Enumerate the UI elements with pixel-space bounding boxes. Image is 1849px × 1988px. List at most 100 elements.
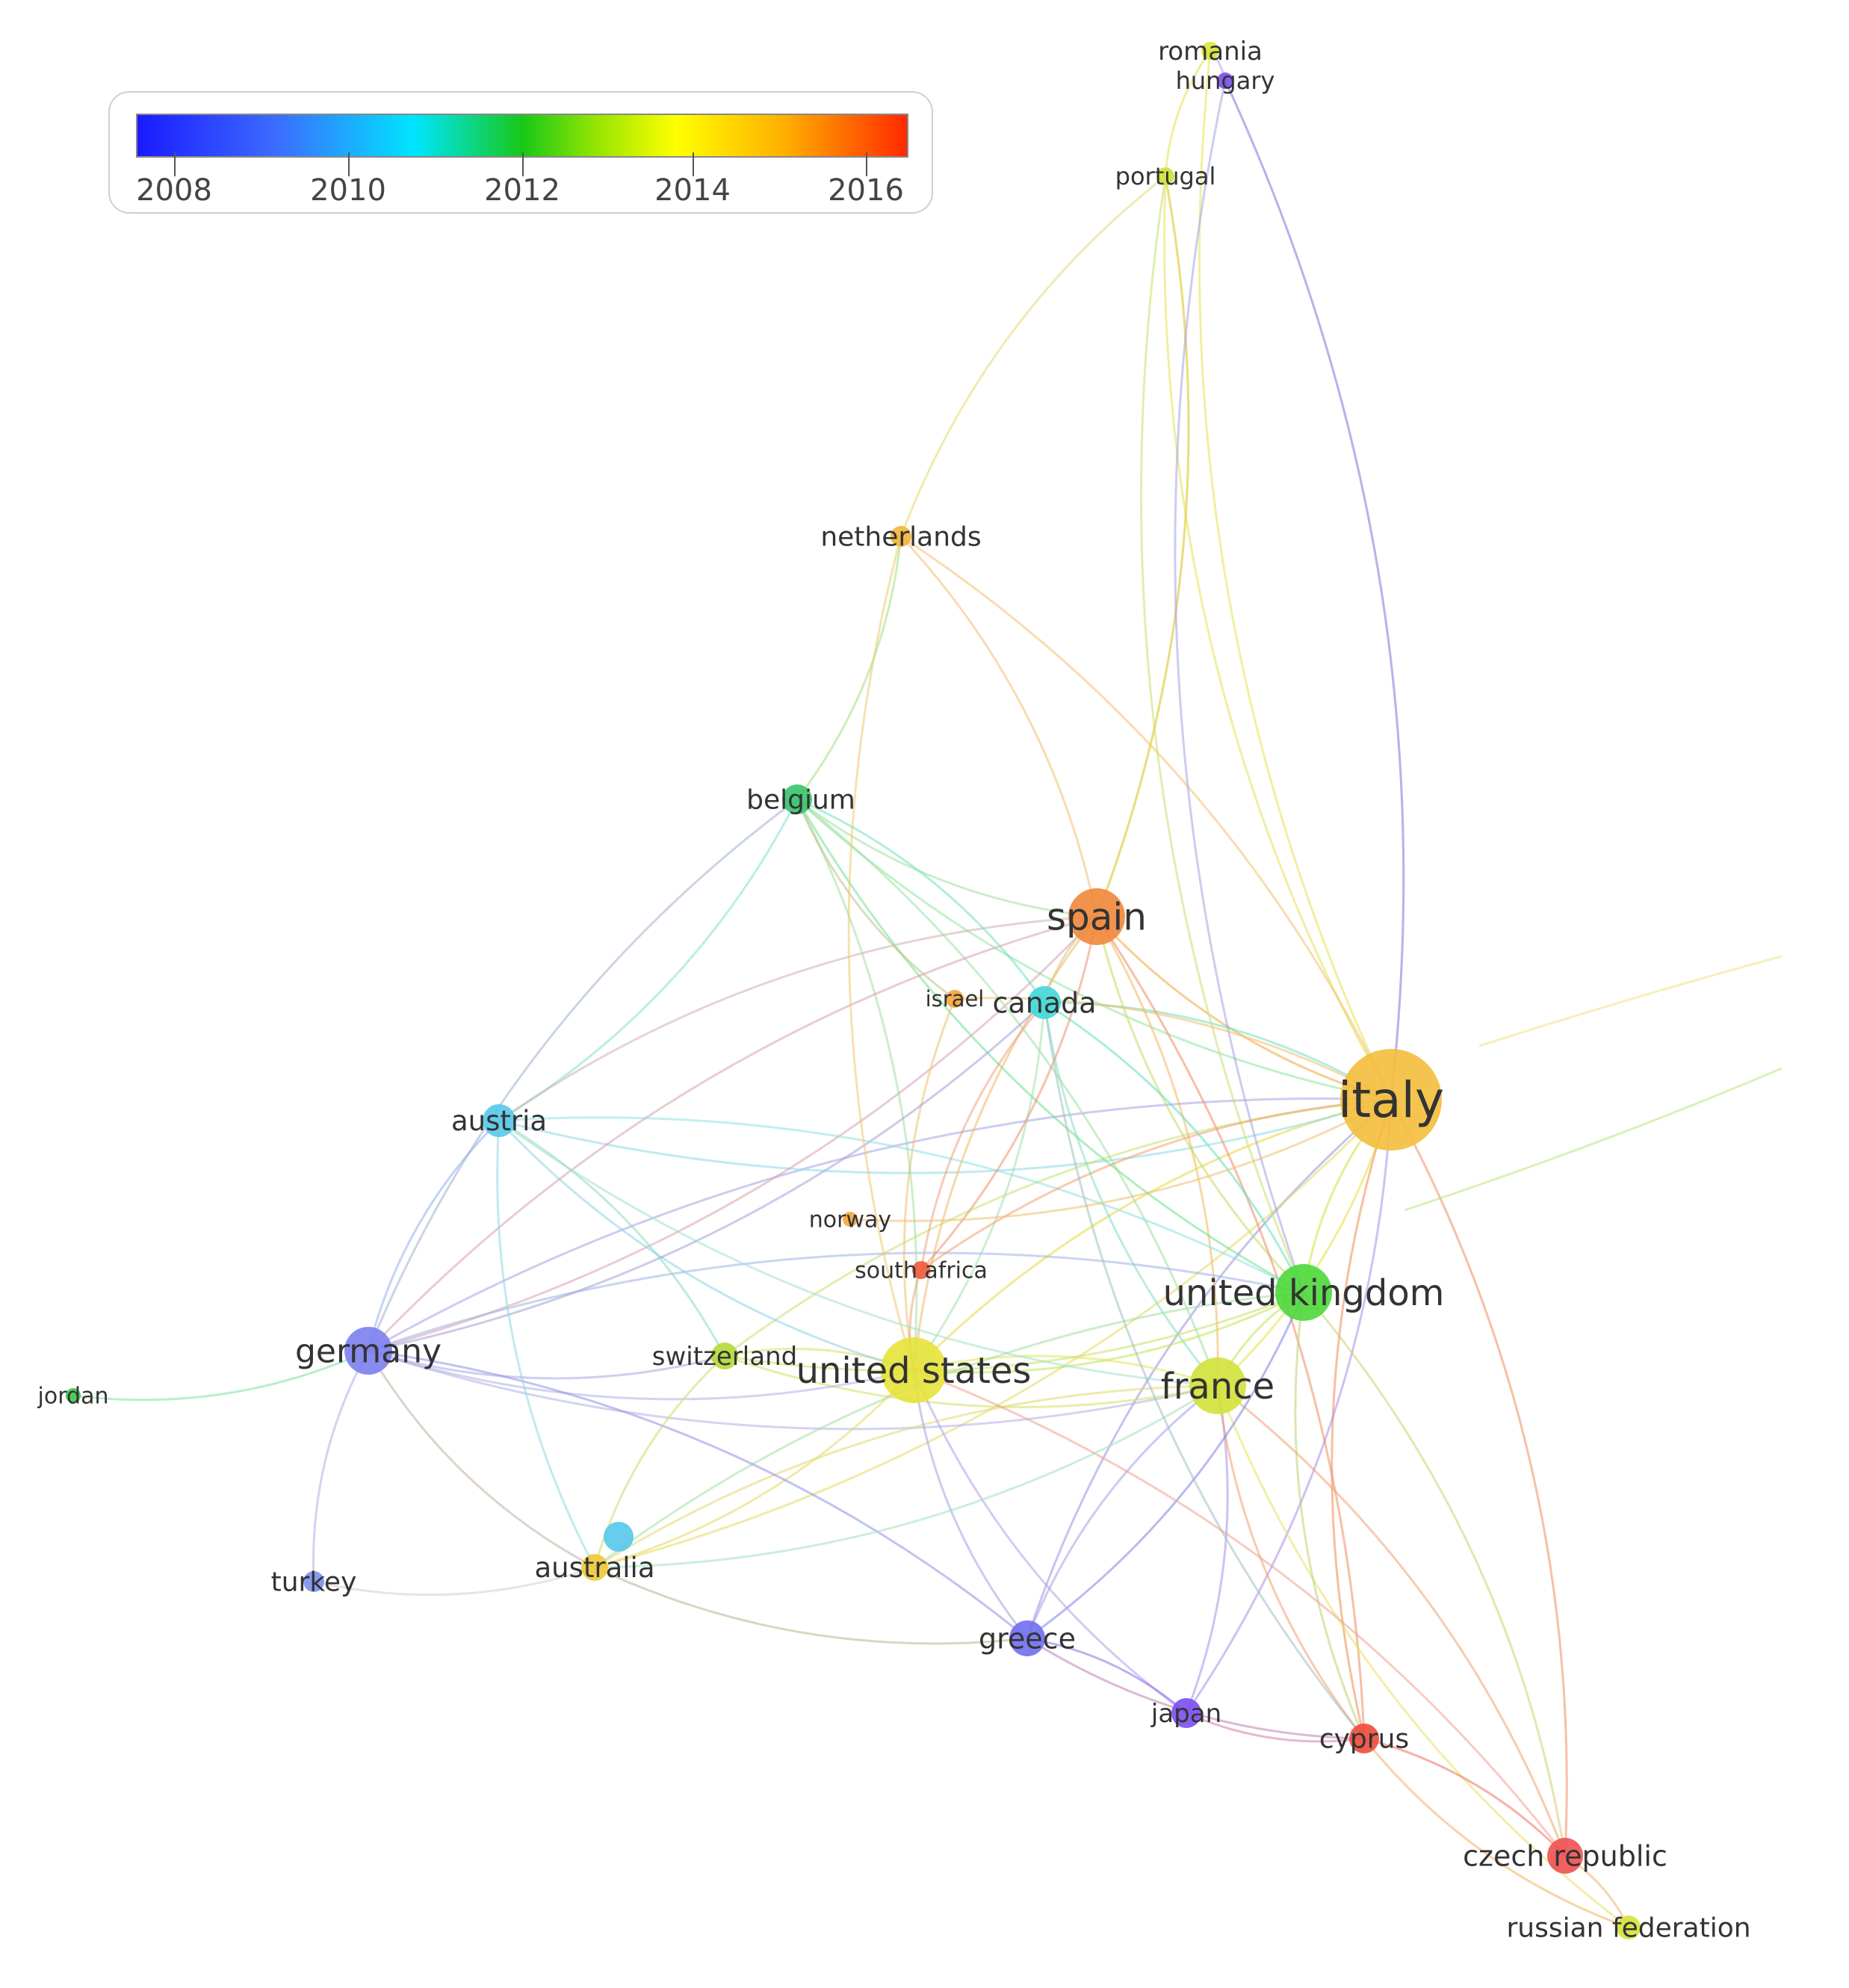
legend-tick (693, 152, 694, 176)
label-germany[interactable]: germany (295, 1332, 442, 1370)
edge-norway-italy (849, 1098, 1392, 1222)
node-russian-federation[interactable] (1617, 1916, 1641, 1939)
label-canada[interactable]: canada (993, 986, 1097, 1019)
edge-greece-australia (594, 1566, 1028, 1645)
node-greece[interactable] (1009, 1620, 1045, 1656)
node-turkey[interactable] (303, 1571, 324, 1592)
edge-south-africa-spain (920, 916, 1098, 1272)
timeline-legend: 2008 2010 2012 2014 2016 (108, 91, 933, 214)
node-australia[interactable] (581, 1554, 608, 1581)
node-south-africa[interactable] (912, 1261, 930, 1279)
label-austria[interactable]: austria (451, 1105, 547, 1137)
label-norway[interactable]: norway (809, 1207, 891, 1233)
edge-south-africa-canada (920, 1002, 1046, 1271)
node-czech-republic[interactable] (1547, 1838, 1583, 1874)
edge-germany-austria (367, 1119, 501, 1351)
label-hungary[interactable]: hungary (1176, 66, 1275, 95)
legend-label-2008: 2008 (136, 173, 212, 208)
node-australia-secondary[interactable] (604, 1522, 634, 1552)
edge-spain-netherlands (899, 535, 1098, 917)
label-turkey[interactable]: turkey (271, 1567, 357, 1598)
label-united-states[interactable]: united states (796, 1350, 1032, 1392)
label-israel[interactable]: israel (926, 986, 985, 1012)
label-spain[interactable]: spain (1047, 896, 1147, 939)
label-netherlands[interactable]: netherlands (820, 522, 981, 553)
node-norway[interactable] (843, 1212, 858, 1227)
label-romania[interactable]: romania (1158, 37, 1263, 66)
edge-canada-cyprus (1043, 1002, 1366, 1739)
label-portugal[interactable]: portugal (1115, 162, 1216, 191)
legend-tick (348, 152, 350, 176)
label-jordan[interactable]: jordan (37, 1384, 109, 1410)
node-switzerland[interactable] (711, 1343, 738, 1369)
node-spain[interactable] (1068, 888, 1125, 945)
edge-italy-japan (1185, 1099, 1393, 1714)
node-canada[interactable] (1028, 986, 1061, 1019)
edge-united-states-greece (912, 1369, 1029, 1639)
node-portugal[interactable] (1156, 167, 1174, 185)
edge-united-kingdom-united-states (913, 1291, 1304, 1374)
edge-austria-belgium (498, 799, 799, 1122)
edge-germany-spain (367, 915, 1097, 1352)
edge-germany-switzerland (368, 1349, 725, 1380)
edge-belgium-israel (796, 799, 956, 1000)
edge-france-switzerland (724, 1354, 1218, 1408)
edge-italy-germany (368, 1097, 1392, 1352)
label-south-africa[interactable]: south africa (855, 1258, 988, 1284)
node-belgium[interactable] (782, 784, 812, 814)
label-france[interactable]: france (1161, 1366, 1275, 1408)
edge-italy-czech-republic (1390, 1099, 1568, 1857)
node-romania[interactable] (1201, 42, 1219, 60)
edge-france-greece (1026, 1384, 1218, 1639)
node-israel[interactable] (946, 990, 964, 1008)
edge-austria-switzerland (498, 1119, 726, 1357)
edge-germany-turkey (312, 1350, 370, 1582)
edge-czech-republic-united-states (913, 1369, 1567, 1857)
label-italy[interactable]: italy (1338, 1071, 1444, 1129)
edge-spain-united-states (912, 916, 1098, 1371)
label-greece[interactable]: greece (979, 1622, 1076, 1655)
edge-australia-turkey (313, 1566, 595, 1597)
node-france[interactable] (1189, 1357, 1246, 1414)
legend-label-2010: 2010 (310, 173, 386, 208)
label-united-kingdom[interactable]: united kingdom (1163, 1272, 1445, 1314)
edge-cyprus-czech-republic (1363, 1737, 1567, 1857)
label-japan[interactable]: japan (1150, 1699, 1221, 1729)
edge-germany-greece (368, 1349, 1028, 1640)
edge-united-kingdom-cyprus (1294, 1292, 1366, 1739)
edge-italy-netherlands (900, 535, 1393, 1100)
label-russian-federation[interactable]: russian federation (1506, 1913, 1750, 1944)
edge-united-states-germany (368, 1349, 914, 1401)
nodes-layer (66, 42, 1641, 1939)
edge-netherlands-portugal (899, 175, 1166, 537)
edge-germany-belgium (367, 798, 798, 1351)
edge-netherlands-united-states (847, 536, 915, 1371)
node-italy[interactable] (1340, 1049, 1442, 1151)
node-jordan[interactable] (66, 1388, 81, 1403)
node-united-kingdom[interactable] (1275, 1264, 1332, 1321)
node-cyprus[interactable] (1349, 1724, 1379, 1753)
edge-austria-spain (498, 915, 1097, 1122)
label-belgium[interactable]: belgium (746, 785, 855, 816)
node-austria[interactable] (483, 1104, 515, 1137)
edge-australia-france (594, 1384, 1218, 1569)
node-hungary[interactable] (1217, 72, 1233, 89)
edge-spain-united-kingdom (1095, 916, 1305, 1294)
label-cyprus[interactable]: cyprus (1319, 1724, 1409, 1755)
edge-israel-italy (954, 997, 1392, 1101)
edge-united-kingdom-greece (1026, 1292, 1305, 1640)
node-netherlands[interactable] (891, 526, 911, 547)
node-japan[interactable] (1171, 1698, 1201, 1728)
edge-japan-cyprus (1186, 1712, 1365, 1743)
edge-switzerland-united-kingdom (724, 1291, 1304, 1372)
edge-germany-canada (368, 1001, 1046, 1352)
node-united-states[interactable] (881, 1337, 947, 1403)
edge-france-cyprus (1216, 1385, 1366, 1739)
edge-france-united-states (913, 1354, 1218, 1387)
label-australia[interactable]: australia (534, 1552, 654, 1584)
label-switzerland[interactable]: switzerland (652, 1342, 797, 1372)
node-germany[interactable] (344, 1327, 392, 1375)
label-czech-republic[interactable]: czech republic (1463, 1839, 1667, 1872)
